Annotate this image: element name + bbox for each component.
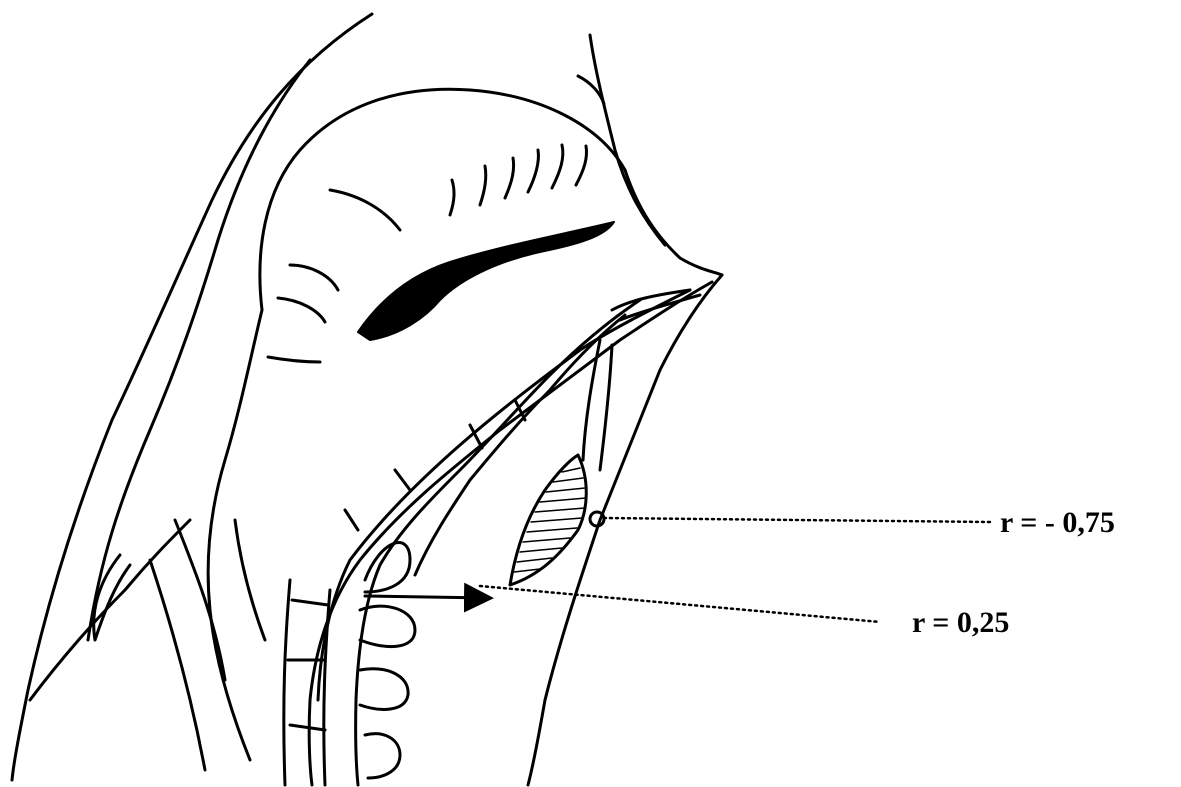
correlation-label-lower: r = 0,25 [912, 606, 1009, 639]
thickness-arrow [365, 596, 488, 598]
lower-vertical-1 [284, 580, 290, 785]
lash-stroke-5 [528, 150, 538, 192]
lash-stroke-7 [576, 146, 587, 185]
lash-stroke-4 [505, 158, 514, 198]
duct-wall-2 [318, 290, 690, 700]
lower-tick-1 [292, 600, 328, 605]
cheek-curve-2 [278, 298, 325, 322]
lobe-2 [360, 606, 415, 646]
eye-slit [358, 222, 614, 340]
lash-stroke-1 [330, 190, 400, 230]
lobe-4 [365, 734, 400, 778]
cheek-contour [208, 310, 262, 760]
segment-tick-2 [395, 470, 410, 490]
leader-line-upper [604, 518, 990, 522]
vertical-fiber [583, 340, 600, 460]
segment-tick-3 [345, 510, 358, 530]
leader-line-lower [480, 586, 880, 622]
cheek-curve-3 [268, 357, 320, 362]
lower-vertical-2 [324, 590, 330, 785]
outer-profile-outline [12, 14, 372, 780]
lash-stroke-3 [480, 166, 486, 205]
left-fold-line [94, 555, 130, 640]
correlation-label-upper: r = - 0,75 [1000, 506, 1115, 539]
cheek-fold [150, 560, 205, 770]
lower-tick-3 [290, 725, 325, 730]
lobe-3 [360, 669, 408, 710]
upper-small-duct-2 [620, 295, 700, 320]
vertical-fiber-2 [600, 345, 612, 470]
cheek-curve-1 [290, 265, 338, 290]
cheek-contour-inner [235, 520, 265, 640]
lash-stroke-2 [450, 180, 454, 215]
brow-dome [260, 89, 722, 310]
inner-profile-outline [88, 60, 310, 640]
lash-stroke-6 [552, 145, 563, 188]
